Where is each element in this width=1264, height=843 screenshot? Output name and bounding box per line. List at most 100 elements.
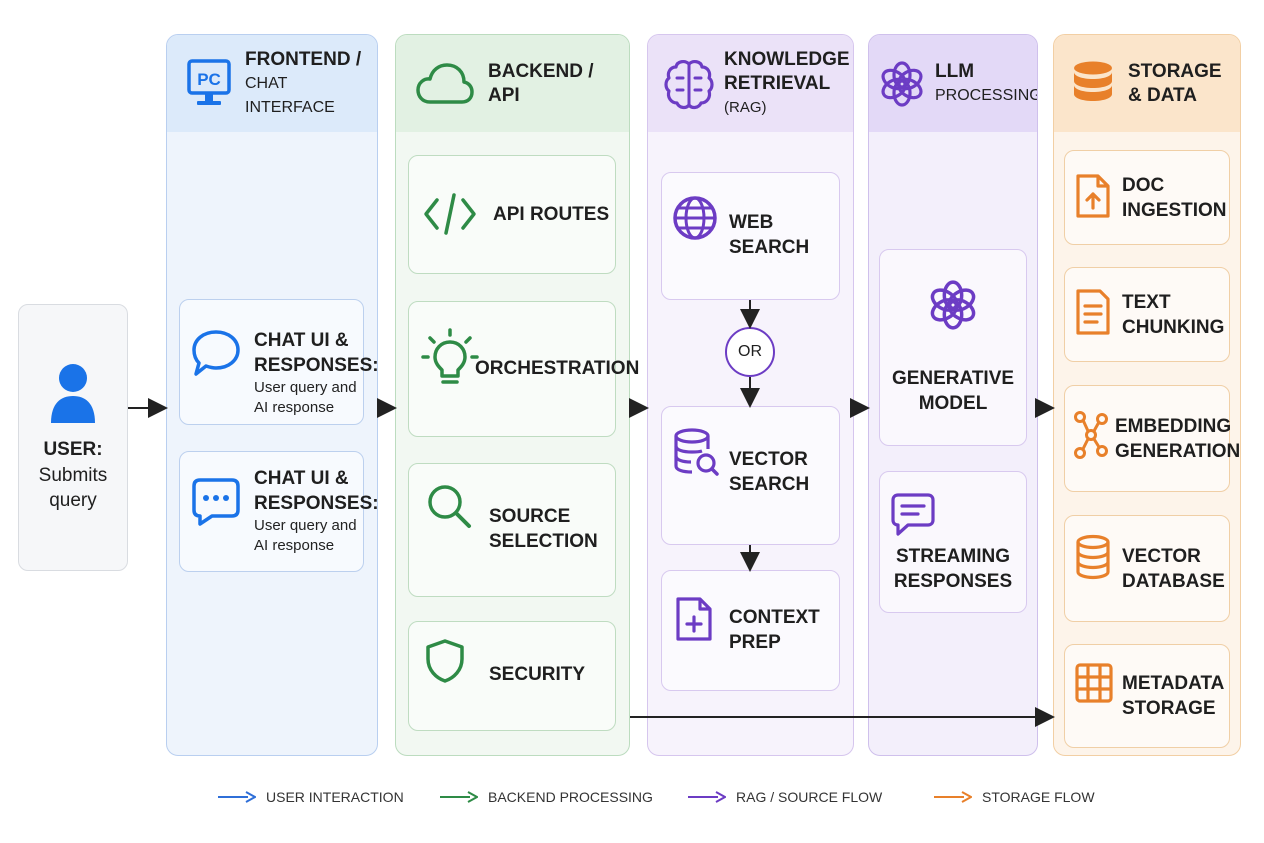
database-search-icon xyxy=(674,428,719,476)
text-chunking-title: TEXT CHUNKING xyxy=(1122,290,1224,340)
code-icon xyxy=(424,193,476,235)
table-grid-icon xyxy=(1075,663,1113,703)
vector-database-title-line1: VECTOR xyxy=(1122,546,1201,567)
source-selection-card: SOURCE SELECTION xyxy=(408,463,616,597)
lane-backend-title: BACKEND / xyxy=(488,60,594,82)
generative-model-title: GENERATIVE MODEL xyxy=(880,366,1026,416)
vector-search-title-line2: SEARCH xyxy=(729,474,810,495)
chat-ui-card-2-title-line1: CHAT UI & xyxy=(254,468,349,489)
legend-swatch-orange xyxy=(934,791,972,803)
chat-ui-card-1: CHAT UI & RESPONSES: User query and AI r… xyxy=(179,299,379,425)
web-search-title-line2: SEARCH xyxy=(729,237,810,258)
vector-search-title: VECTOR SEARCH xyxy=(729,447,809,497)
security-title: SECURITY xyxy=(489,664,586,685)
web-search-title: WEB SEARCH xyxy=(729,210,809,260)
ai-knot-icon xyxy=(881,60,923,107)
legend-label-user: USER INTERACTION xyxy=(266,789,404,805)
user-card: USER: Submits query xyxy=(18,304,128,571)
chat-ui-card-1-title-line2: RESPONSES: xyxy=(254,355,379,376)
pc-icon-text: PC xyxy=(197,70,221,89)
api-routes-card: API ROUTES xyxy=(408,155,616,274)
legend: USER INTERACTION BACKEND PROCESSING RAG … xyxy=(218,786,1118,808)
metadata-storage-title-line2: STORAGE xyxy=(1122,698,1216,719)
context-prep-title: CONTEXT PREP xyxy=(729,605,820,655)
streaming-responses-title-line2: RESPONSES xyxy=(893,571,1013,592)
text-chunking-card: TEXT CHUNKING xyxy=(1064,267,1230,362)
chat-ui-card-2-title-line2: RESPONSES: xyxy=(254,493,379,514)
chat-ui-card-2-sub-line2: AI response xyxy=(254,537,335,554)
metadata-storage-card: METADATA STORAGE xyxy=(1064,644,1230,748)
lane-llm-title: LLM xyxy=(935,60,975,82)
generative-model-card: GENERATIVE MODEL xyxy=(879,249,1027,446)
globe-icon xyxy=(673,196,717,240)
user-icon xyxy=(51,363,95,423)
document-lines-icon xyxy=(1076,289,1110,335)
chat-ui-card-1-title-line1: CHAT UI & xyxy=(254,330,349,351)
text-chunking-title-line1: TEXT xyxy=(1122,292,1171,313)
lane-frontend-title: FRONTEND / xyxy=(245,48,362,70)
chat-dots-icon xyxy=(192,478,240,526)
vector-database-title: VECTOR DATABASE xyxy=(1122,544,1225,594)
lane-storage-header: STORAGE & DATA xyxy=(1054,35,1240,132)
lane-llm-subtitle: PROCESSING xyxy=(935,86,1038,104)
vector-database-title-line2: DATABASE xyxy=(1122,571,1225,592)
lane-storage-title: STORAGE xyxy=(1128,60,1222,82)
doc-ingestion-title-line1: DOC xyxy=(1122,175,1165,196)
embedding-generation-title-line2: GENERATION xyxy=(1115,441,1241,462)
orchestration-title: ORCHESTRATION xyxy=(475,358,640,379)
metadata-storage-title-line1: METADATA xyxy=(1122,673,1225,694)
streaming-responses-card: STREAMING RESPONSES xyxy=(879,471,1027,613)
web-search-title-line1: WEB xyxy=(729,212,774,233)
context-prep-title-line1: CONTEXT xyxy=(729,607,820,628)
search-icon xyxy=(428,485,471,528)
lane-backend-header: BACKEND / API xyxy=(396,35,629,132)
chat-ui-card-2-title: CHAT UI & RESPONSES: xyxy=(254,466,379,516)
legend-label-rag: RAG / SOURCE FLOW xyxy=(736,789,883,805)
lane-llm-header: LLM PROCESSING xyxy=(869,35,1037,132)
context-prep-title-line2: PREP xyxy=(729,632,781,653)
source-selection-title-line2: SELECTION xyxy=(489,531,598,552)
file-upload-icon xyxy=(1076,174,1110,218)
legend-swatch-purple xyxy=(688,791,726,803)
lightbulb-icon xyxy=(421,328,479,384)
legend-label-backend: BACKEND PROCESSING xyxy=(488,789,653,805)
document-add-icon xyxy=(676,597,712,641)
orchestration-card: ORCHESTRATION xyxy=(408,301,639,437)
legend-swatch-blue xyxy=(218,791,256,803)
metadata-storage-title: METADATA STORAGE xyxy=(1122,671,1224,721)
lane-rag-header: KNOWLEDGE RETRIEVAL (RAG) xyxy=(648,35,853,132)
or-label: OR xyxy=(738,343,762,360)
legend-item-user: USER INTERACTION xyxy=(218,786,404,808)
chat-ui-card-1-sub-line2: AI response xyxy=(254,399,335,416)
legend-label-storage: STORAGE FLOW xyxy=(982,789,1095,805)
database-icon xyxy=(1074,61,1112,101)
lane-rag-subtitle: (RAG) xyxy=(724,98,767,116)
legend-swatch-green xyxy=(440,791,478,803)
embedding-generation-title-line1: EMBEDDING xyxy=(1115,416,1232,437)
source-selection-title-line1: SOURCE xyxy=(489,506,571,527)
vector-database-card: VECTOR DATABASE xyxy=(1064,515,1230,622)
streaming-responses-title: STREAMING RESPONSES xyxy=(880,544,1026,594)
generative-model-title-line2: MODEL xyxy=(918,393,988,414)
legend-item-rag: RAG / SOURCE FLOW xyxy=(688,786,882,808)
chat-ui-card-2-sub-line1: User query and xyxy=(254,517,357,534)
lane-frontend-header: PC FRONTEND / CHAT INTERFACE xyxy=(167,35,377,132)
chat-ui-card-1-title: CHAT UI & RESPONSES: xyxy=(254,328,379,378)
lane-storage-subtitle: & DATA xyxy=(1128,84,1197,106)
doc-ingestion-card: DOC INGESTION xyxy=(1064,150,1230,245)
lane-rag-title-2: RETRIEVAL xyxy=(724,72,831,94)
user-label: USER: xyxy=(43,438,103,460)
streaming-responses-title-line1: STREAMING xyxy=(896,546,1010,567)
doc-ingestion-title-line2: INGESTION xyxy=(1122,200,1227,221)
database-outline-icon xyxy=(1076,534,1110,580)
lane-rag-title: KNOWLEDGE xyxy=(724,48,850,70)
legend-item-storage: STORAGE FLOW xyxy=(934,786,1095,808)
security-card: SECURITY xyxy=(408,621,616,731)
legend-item-backend: BACKEND PROCESSING xyxy=(440,786,653,808)
chat-ui-card-2: CHAT UI & RESPONSES: User query and AI r… xyxy=(179,451,379,572)
web-search-card: WEB SEARCH xyxy=(661,172,840,300)
brain-icon xyxy=(664,59,714,109)
cloud-icon xyxy=(416,62,474,104)
text-chunking-title-line2: CHUNKING xyxy=(1122,317,1225,338)
